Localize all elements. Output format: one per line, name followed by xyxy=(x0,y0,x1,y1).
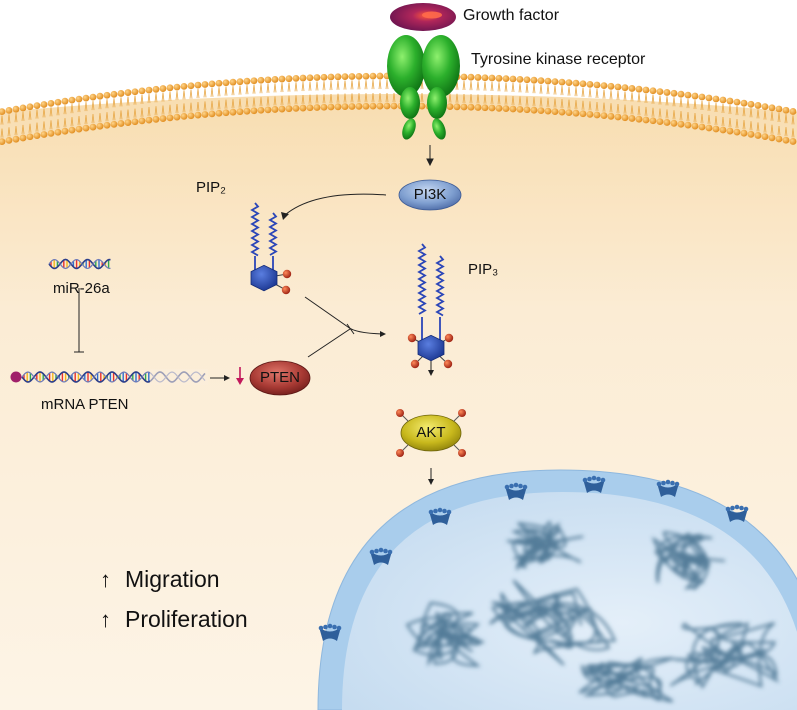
pip2-label: PIP₂ xyxy=(196,179,226,196)
mirna-helix-icon xyxy=(48,258,111,270)
pten-label: PTEN xyxy=(259,369,300,386)
growth-factor-label: Growth factor xyxy=(463,7,560,24)
pten-enzyme xyxy=(249,360,311,396)
down-arrow-icon xyxy=(236,367,244,385)
chromatin-icon xyxy=(405,520,780,703)
tyrosine-kinase-receptor xyxy=(387,35,460,140)
pi3k-enzyme xyxy=(398,179,462,211)
outcome-migration-label: Migration xyxy=(125,566,220,592)
akt-label: AKT xyxy=(416,424,446,441)
outcome-proliferation-label: Proliferation xyxy=(125,606,248,632)
growth-factor-ligand xyxy=(390,3,456,31)
pip3-molecule xyxy=(407,243,454,369)
mrna-helix-icon xyxy=(21,369,208,385)
pi3k-label: PI3K xyxy=(413,186,447,203)
outcome-migration-arrow-icon: ↑ xyxy=(100,567,111,592)
outcome-proliferation-arrow-icon: ↑ xyxy=(100,607,111,632)
pip3-label: PIP₃ xyxy=(468,261,499,278)
mrna-cap-icon xyxy=(10,371,22,383)
arrows xyxy=(74,145,434,485)
mrna-label: mRNA PTEN xyxy=(41,396,129,413)
nuclear-pore-icon xyxy=(318,475,749,641)
pip2-molecule xyxy=(250,202,292,295)
akt-kinase xyxy=(396,409,466,457)
mirna-label: miR-26a xyxy=(53,280,110,297)
nucleus xyxy=(317,469,797,710)
receptor-label: Tyrosine kinase receptor xyxy=(471,51,646,68)
